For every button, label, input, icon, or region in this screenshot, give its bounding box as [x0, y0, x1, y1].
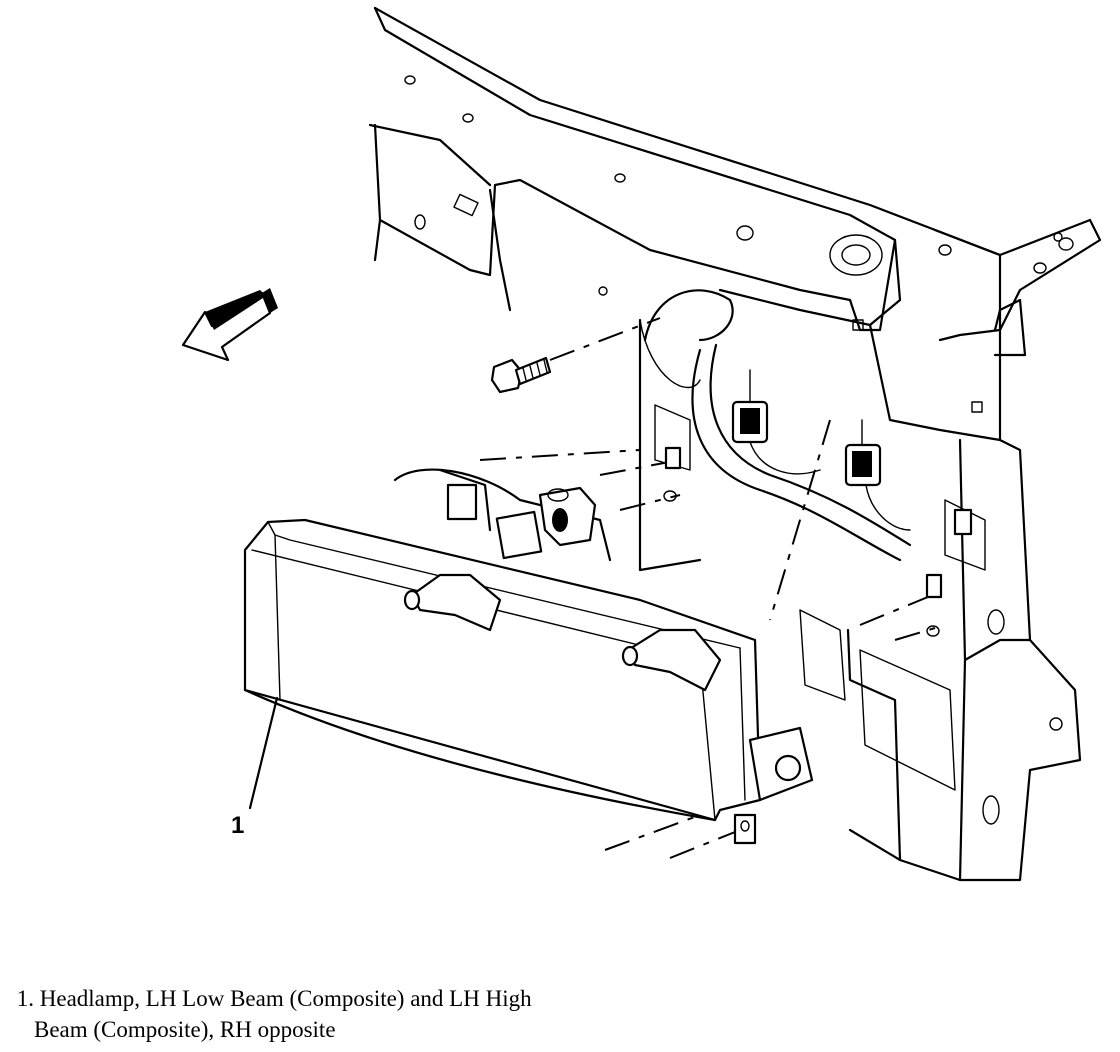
headlamp-exploded-diagram [181, 6, 1102, 882]
legend: 1. Headlamp, LH Low Beam (Composite) and… [0, 983, 1110, 1045]
mounting-brackets [469, 318, 986, 701]
direction-arrow-icon [181, 288, 278, 362]
radiator-support [368, 6, 1102, 882]
legend-item-text-line1: Headlamp, LH Low Beam (Composite) and LH… [39, 986, 532, 1011]
legend-item: 1. Headlamp, LH Low Beam (Composite) and… [0, 983, 1110, 1014]
connector-icon [731, 400, 882, 487]
legend-item-continuation: Beam (Composite), RH opposite [0, 1014, 1110, 1045]
legend-item-text-line2: Beam (Composite), RH opposite [34, 1017, 336, 1042]
wiring-harness [639, 289, 912, 562]
callout-leader [248, 696, 279, 810]
callout-label-1: 1 [231, 812, 245, 839]
headlamp-assembly [243, 468, 814, 845]
bolt-icon [490, 356, 552, 394]
legend-item-number: 1. [16, 986, 34, 1011]
